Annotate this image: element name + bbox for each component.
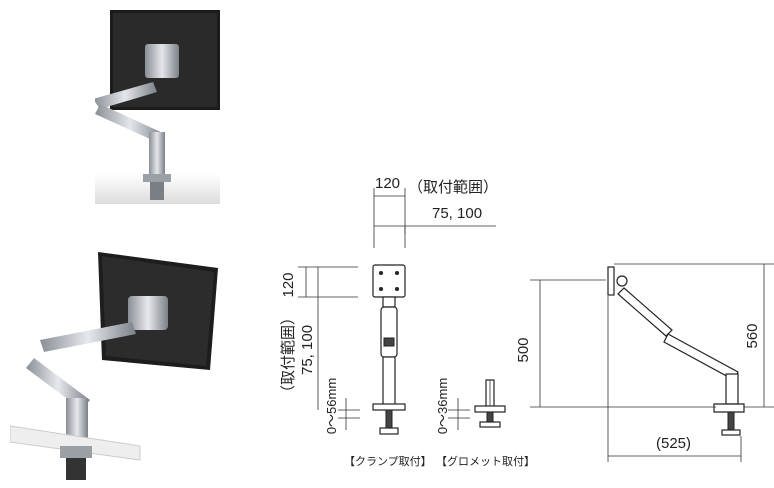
product-photo-top: [95, 4, 220, 204]
vesa-width-dimension: 120 （取付範囲） 75, 100: [373, 175, 498, 248]
side-total-height-label: 560: [744, 323, 761, 348]
vesa-range-label-vertical: （取付範囲）: [279, 310, 297, 400]
vesa-width-label: 120: [375, 175, 400, 192]
clamp-caption: 【クランプ取付】: [344, 455, 432, 468]
side-reach-dimension: (525): [607, 296, 742, 462]
vesa-height-label: 120: [280, 272, 297, 297]
grommet-caption: 【グロメット取付】: [436, 454, 535, 468]
vesa-range-label: （取付範囲）: [408, 178, 498, 196]
grommet-range-label: 0～36mm: [435, 378, 450, 434]
grommet-thickness-dimension: 0～36mm: [435, 378, 470, 434]
vesa-pattern-label-vertical: 75, 100: [299, 325, 316, 375]
side-height-dimension: 500: [515, 279, 716, 408]
side-height-label: 500: [515, 337, 532, 362]
product-photo-bottom: [10, 248, 220, 480]
vesa-height-dimension: 120 （取付範囲） 75, 100: [279, 266, 358, 410]
side-total-height-dimension: 560: [614, 263, 774, 408]
clamp-range-label: 0～56mm: [324, 378, 339, 434]
grommet-front-view: [474, 379, 506, 428]
clamp-thickness-dimension: 0～56mm: [324, 378, 360, 434]
vesa-pattern-label: 75, 100: [432, 205, 482, 222]
side-view: [607, 266, 745, 436]
clamp-front-view: [372, 264, 406, 435]
side-reach-label: (525): [656, 435, 691, 452]
